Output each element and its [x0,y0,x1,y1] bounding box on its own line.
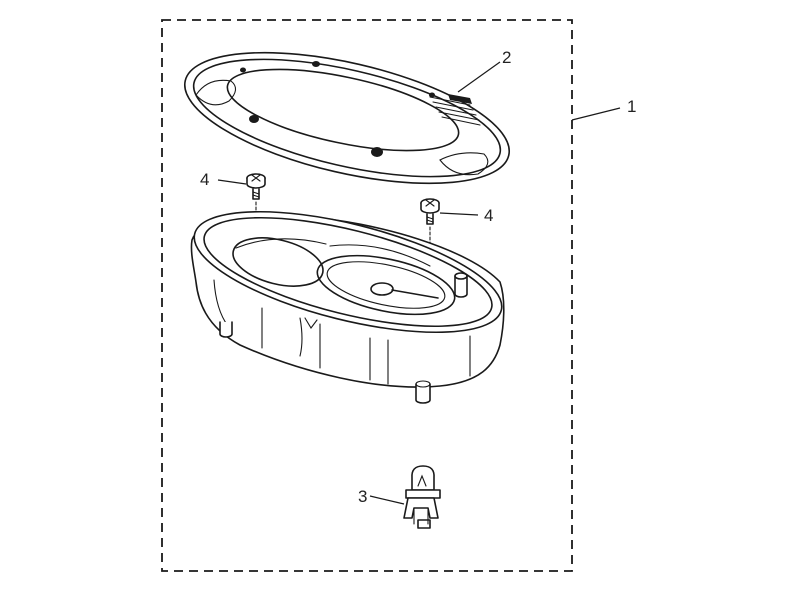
housing-pivot [370,282,439,299]
leader-line-screw-left [217,179,247,185]
leader-line-screw-right [439,212,479,216]
housing-part [190,210,505,404]
leader-line-lid [457,61,501,93]
callout-bulb: 3 [358,487,367,506]
callout-assembly: 1 [627,97,636,116]
housing-feet [219,321,431,404]
lid-vent-grille [429,94,481,126]
callout-screw-left: 4 [200,170,209,189]
lid-part [183,51,511,185]
leader-line-bulb [369,495,405,505]
callout-lid: 2 [502,48,511,67]
bulb-part [403,465,441,529]
callout-screw-right: 4 [484,206,493,225]
housing-post [454,272,468,298]
leader-line-assembly [571,107,621,121]
